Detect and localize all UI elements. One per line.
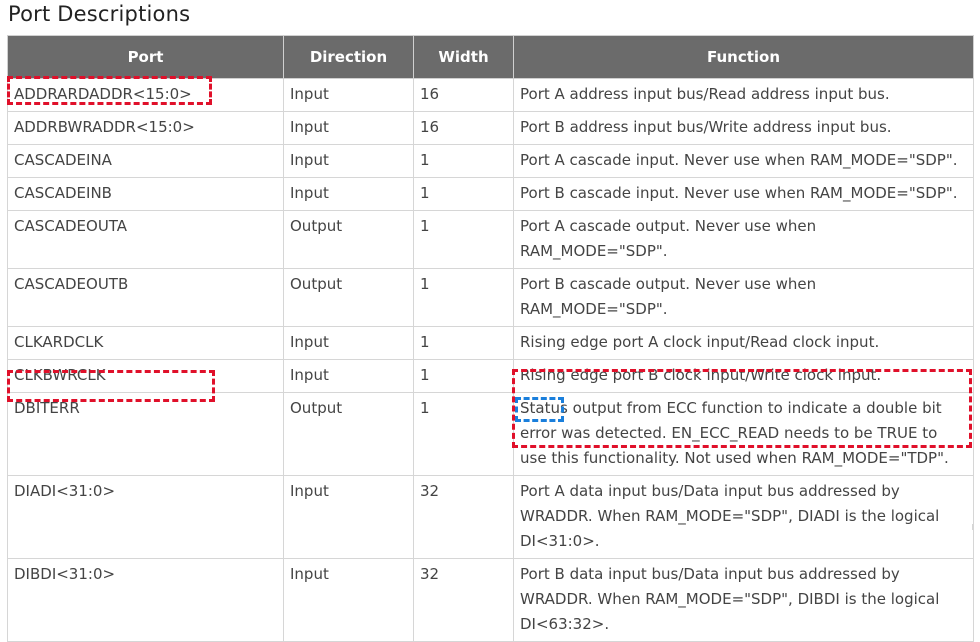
port-descriptions-table: Port Direction Width Function ADDRARDADD…: [7, 35, 974, 642]
port-cell: CASCADEOUTA: [7, 210, 284, 269]
table-row: CLKBWRCLK Input 1 Rising edge port B clo…: [7, 359, 974, 393]
column-header-direction: Direction: [283, 35, 414, 79]
width-cell: 16: [413, 78, 514, 112]
port-cell: CASCADEINA: [7, 144, 284, 178]
width-cell: 1: [413, 177, 514, 211]
direction-cell: Input: [283, 326, 414, 360]
column-header-port: Port: [7, 35, 284, 79]
table-continuation: [7, 524, 973, 530]
width-cell: 1: [413, 144, 514, 178]
table-row: CASCADEOUTA Output 1 Port A cascade outp…: [7, 210, 974, 269]
port-cell: CASCADEOUTB: [7, 268, 284, 327]
direction-cell: Input: [283, 78, 414, 112]
function-cell: Port A data input bus/Data input bus add…: [513, 475, 974, 559]
column-header-width: Width: [413, 35, 514, 79]
table-row: CLKARDCLK Input 1 Rising edge port A clo…: [7, 326, 974, 360]
direction-cell: Input: [283, 359, 414, 393]
table-row: DIBDI<31:0> Input 32 Port B data input b…: [7, 558, 974, 642]
function-cell: Port B address input bus/Write address i…: [513, 111, 974, 145]
port-cell: DIBDI<31:0>: [7, 558, 284, 642]
page-title: Port Descriptions: [8, 2, 191, 26]
function-cell: Port B data input bus/Data input bus add…: [513, 558, 974, 642]
column-header-function: Function: [513, 35, 974, 79]
port-cell: CLKARDCLK: [7, 326, 284, 360]
function-cell: Port A cascade input. Never use when RAM…: [513, 144, 974, 178]
wraddr-keyword: WRADDR: [520, 507, 588, 525]
direction-cell: Output: [283, 392, 414, 476]
table-row: CASCADEOUTB Output 1 Port B cascade outp…: [7, 268, 974, 327]
direction-cell: Input: [283, 475, 414, 559]
width-cell: 1: [413, 326, 514, 360]
width-cell: 16: [413, 111, 514, 145]
direction-cell: Input: [283, 144, 414, 178]
port-cell: DIADI<31:0>: [7, 475, 284, 559]
width-cell: 1: [413, 210, 514, 269]
width-cell: 32: [413, 475, 514, 559]
direction-cell: Input: [283, 558, 414, 642]
width-cell: 1: [413, 359, 514, 393]
function-cell: Rising edge port A clock input/Read cloc…: [513, 326, 974, 360]
table-header-row: Port Direction Width Function: [7, 35, 974, 79]
port-cell: ADDRARDADDR<15:0>: [7, 78, 284, 112]
table-row: DIADI<31:0> Input 32 Port A data input b…: [7, 475, 974, 559]
direction-cell: Output: [283, 210, 414, 269]
function-cell: Status output from ECC function to indic…: [513, 392, 974, 476]
direction-cell: Output: [283, 268, 414, 327]
table-row: ADDRARDADDR<15:0> Input 16 Port A addres…: [7, 78, 974, 112]
function-cell: Port A cascade output. Never use when RA…: [513, 210, 974, 269]
table-row: CASCADEINA Input 1 Port A cascade input.…: [7, 144, 974, 178]
port-cell: CLKBWRCLK: [7, 359, 284, 393]
function-text-line1: Port A data input bus/Data input bus add…: [520, 482, 900, 500]
function-cell: Port A address input bus/Read address in…: [513, 78, 974, 112]
function-cell: Port B cascade output. Never use when RA…: [513, 268, 974, 327]
function-cell: Rising edge port B clock input/Write clo…: [513, 359, 974, 393]
table-row: CASCADEINB Input 1 Port B cascade input.…: [7, 177, 974, 211]
table-row: ADDRBWRADDR<15:0> Input 16 Port B addres…: [7, 111, 974, 145]
width-cell: 32: [413, 558, 514, 642]
function-cell: Port B cascade input. Never use when RAM…: [513, 177, 974, 211]
port-cell: CASCADEINB: [7, 177, 284, 211]
width-cell: 1: [413, 268, 514, 327]
port-cell: DBITERR: [7, 392, 284, 476]
port-cell: ADDRBWRADDR<15:0>: [7, 111, 284, 145]
direction-cell: Input: [283, 111, 414, 145]
table-row: DBITERR Output 1 Status output from ECC …: [7, 392, 974, 476]
direction-cell: Input: [283, 177, 414, 211]
width-cell: 1: [413, 392, 514, 476]
